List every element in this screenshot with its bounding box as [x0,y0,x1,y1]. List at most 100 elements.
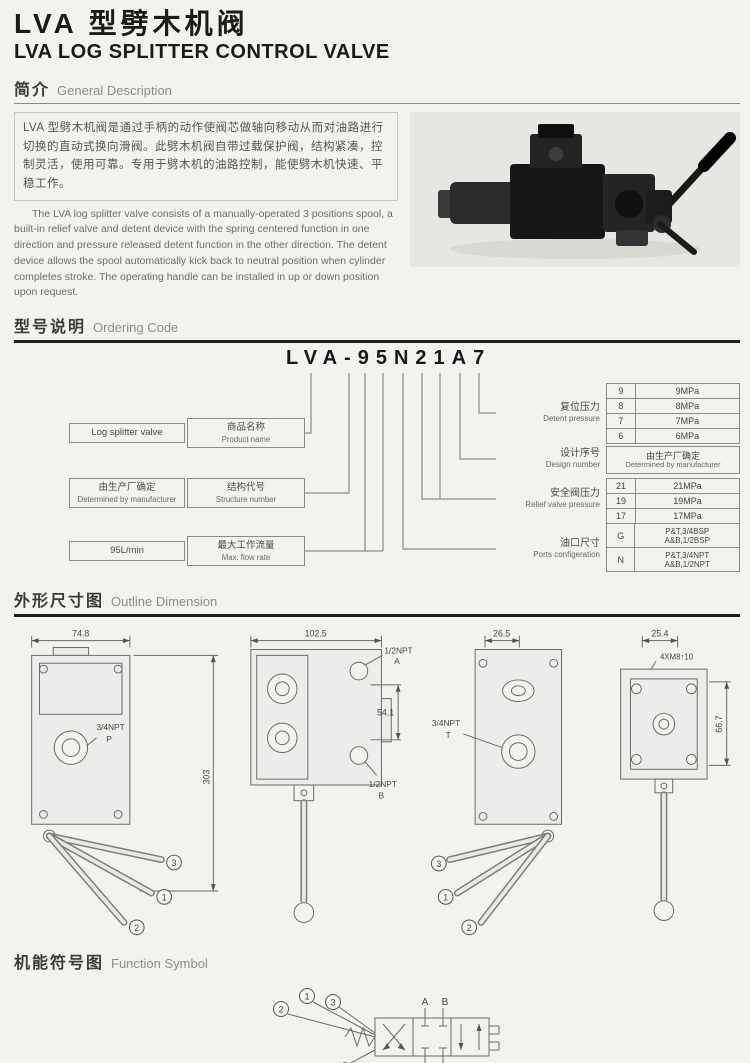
position-marker-3: 3 [330,998,335,1008]
valve-body-front [31,647,131,825]
connector-lines [305,373,496,552]
outline-view-end: 25.4 4XM8↑10 66.7 [619,629,731,922]
end-holes-label: 4XM8↑10 [659,652,693,661]
product-photo-image [410,112,740,268]
table-cell: P&T,3/4BSP A&B,1/2BSP [634,523,740,549]
ordering-code-text: LVA-95N21A7 [286,347,492,370]
lever-symbol [342,1049,376,1063]
rear-port-label: 3/4NPT [432,718,460,728]
table-cell: 8 [606,398,636,415]
structure-number-label-en: Structure number [215,494,277,504]
side-port-a-label: 1/2NPT [384,646,412,656]
handle-down [653,778,674,922]
detent-pressure-label: 复位压力 Detent pressure [496,401,600,424]
flow-rate-label-box: 最大工作流量 Max. flow rate [187,536,305,567]
relief-pressure-label: 安全阀压力 Relief valve pressure [496,487,600,510]
table-cell: 19MPa [634,493,741,510]
product-name-label-en: Product name [221,434,271,444]
general-heading-zh: 简介 [14,82,51,100]
flow-rate-value-box: 95L/min [69,541,185,562]
design-number-value-zh: 由生产厂确定 [645,450,700,461]
lever-positions [45,832,165,927]
position-marker-1: 1 [162,893,167,903]
position-marker-3: 3 [172,858,177,868]
end-height-dim: 66.7 [713,716,723,733]
table-cell: N [605,547,636,573]
valve-envelope [374,1017,490,1057]
table-cell: G [605,523,636,549]
table-cell: 7 [606,413,636,430]
structure-number-label-zh: 结构代号 [226,482,265,494]
ports-configuration-label-zh: 油口尺寸 [560,538,600,550]
side-port-b-letter: B [378,791,384,801]
general-body: LVA 型劈木机阀是通过手柄的动作使阀芯做轴向移动从而对油路进行切换的直动式换向… [14,112,740,301]
side-ports-dim: 54.1 [377,707,394,717]
outline-views: 74.8 3/4NPT P 303 [14,625,740,943]
detent-symbol [489,1025,500,1051]
symbol-heading-zh: 机能符号图 [14,955,105,973]
page-title-en: LVA LOG SPLITTER CONTROL VALVE [14,41,390,64]
description-en: The LVA log splitter valve consists of a… [14,207,393,299]
position-marker-1: 1 [304,992,309,1002]
end-width-dim: 25.4 [651,629,668,639]
product-name-value-box: Log splitter valve [69,423,185,444]
table-cell: 8MPa [634,398,741,415]
table-cell: 6 [606,428,636,445]
design-number-table: 由生产厂确定 Determined by manufacturer [606,446,740,475]
rear-port-letter: T [445,730,450,740]
page-title-zh: LVA 型劈木机阀 [14,8,249,39]
outline-view-side: 102.5 1/2NPT A 54.1 [250,629,413,924]
position-marker-2: 2 [134,923,139,933]
table-cell: 21 [606,478,636,495]
product-name-value: Log splitter valve [91,427,163,439]
table-cell: 17 [606,508,636,525]
handle-down [293,784,315,924]
ports-configuration-label: 油口尺寸 Ports configeration [496,537,600,560]
function-symbol-diagram: 1 2 3 [273,988,500,1063]
product-name-label-zh: 商品名称 [226,422,265,434]
side-width-dim: 102.5 [305,629,327,639]
front-port-label: 3/4NPT [96,722,124,732]
table-cell: 21MPa [634,478,741,495]
relief-pressure-label-en: Relief valve pressure [525,500,600,510]
port-a-label: A [422,997,429,1008]
ports-value-line: A&B,1/2NPT [664,559,710,569]
table-cell: 6MPa [634,428,741,445]
product-name-label-box: 商品名称 Product name [187,418,305,449]
position-marker-3: 3 [436,859,441,869]
table-cell: 由生产厂确定 Determined by manufacturer [606,446,740,475]
relief-pressure-label-zh: 安全阀压力 [550,488,600,500]
structure-number-label-box: 结构代号 Structure number [187,478,305,509]
side-port-b-label: 1/2NPT [369,779,397,789]
structure-number-value-box: 由生产厂确定 Determined by manufacturer [69,478,185,509]
structure-number-value-en: Determined by manufacturer [77,494,177,504]
ordering-code-diagram: LVA-95N21A7 Log splitter valve 商品名称 P [14,347,741,575]
ports-value-line: A&B,1/2BSP [664,535,710,545]
description-text: LVA 型劈木机阀是通过手柄的动作使阀芯做轴向移动从而对油路进行切换的直动式换向… [14,112,398,301]
symbol-heading-en: Function Symbol [111,956,208,972]
detent-pressure-label-zh: 复位压力 [560,402,600,414]
position-marker-2: 2 [278,1005,283,1015]
lever-positions [445,832,551,927]
position-marker-2: 2 [466,923,471,933]
outline-view-rear: 26.5 3/4NPT T 3 [430,629,562,936]
spring-symbol [344,1026,376,1048]
mounting-bracket [619,668,708,780]
ordering-heading-zh: 型号说明 [14,319,87,337]
flow-rate-label-zh: 最大工作流量 [217,540,275,552]
table-cell: P&T,3/4NPT A&B,1/2NPT [634,547,740,573]
design-number-label-zh: 设计序号 [560,448,600,460]
position-marker-1: 1 [443,893,448,903]
design-number-value-en: Determined by manufacturer [625,460,721,470]
outline-view-front: 74.8 3/4NPT P 303 [31,629,219,936]
table-cell: 17MPa [634,508,741,525]
valve-body-side [250,649,392,786]
position-leader-lines [287,1001,376,1038]
table-cell: 7MPa [634,413,741,430]
